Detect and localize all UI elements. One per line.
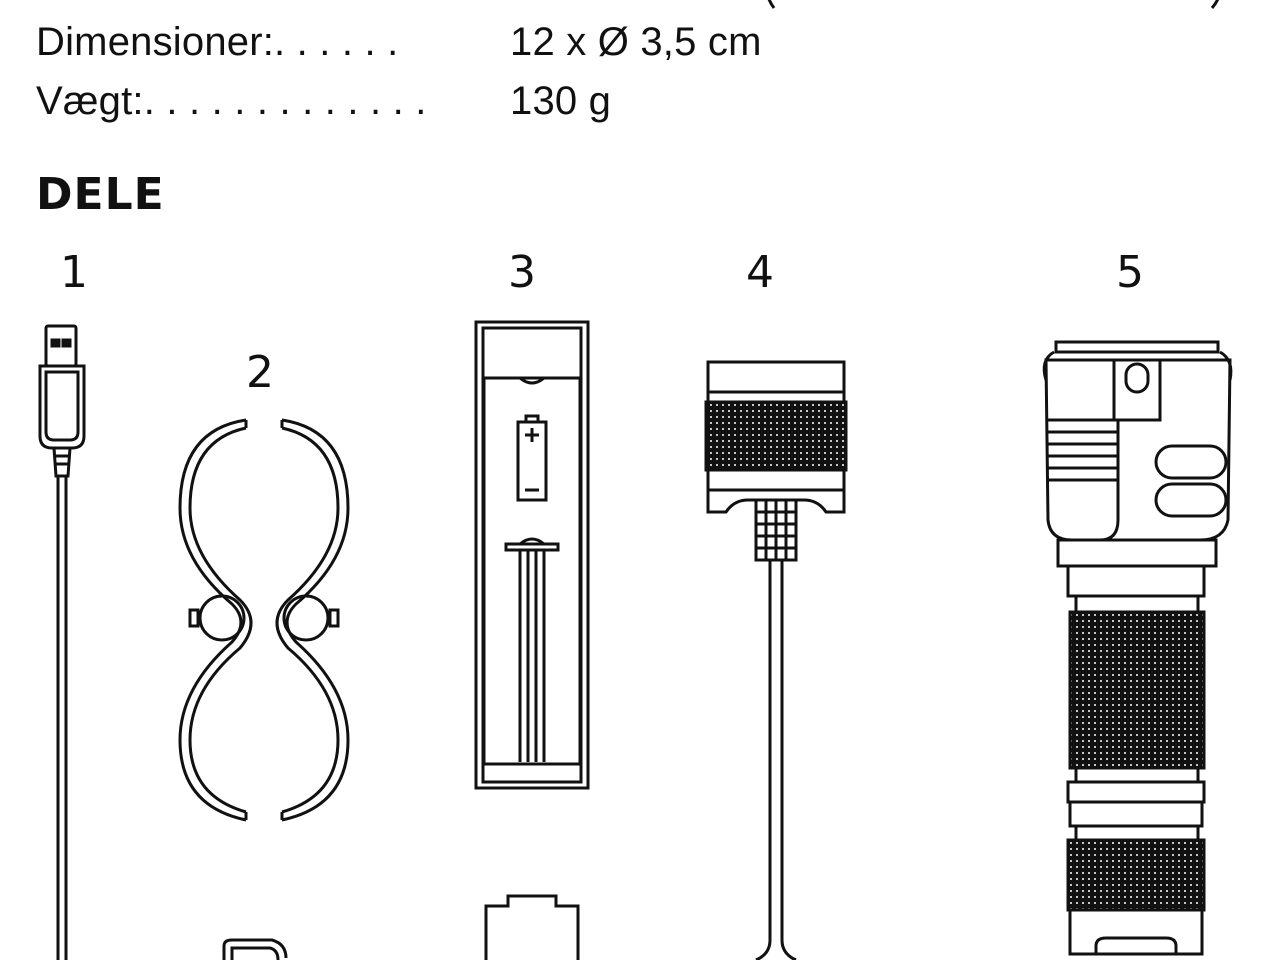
section-title: DELE: [36, 169, 165, 220]
part-number-2: 2: [246, 347, 274, 398]
spec-dimensions-label: Dimensioner:. . . . . .: [36, 20, 399, 64]
usb-cable-icon: [38, 324, 86, 960]
flashlight-icon: [1042, 340, 1233, 956]
battery-icon: [484, 894, 580, 960]
spec-dimensions-value: 12 x Ø 3,5 cm: [510, 20, 762, 64]
mounting-clip-icon: [178, 418, 350, 822]
part-number-3: 3: [508, 247, 536, 298]
spec-weight-label: Vægt:. . . . . . . . . . . . .: [36, 79, 427, 123]
spec-weight-value: 130 g: [510, 79, 612, 123]
cropped-top-text: [760, 0, 1230, 14]
hex-key-icon: [222, 938, 288, 960]
part-number-5: 5: [1116, 247, 1144, 298]
part-number-1: 1: [60, 247, 88, 298]
cropped-parenthesis-icon: [767, 0, 1220, 9]
part-number-4: 4: [746, 247, 774, 298]
charging-cap-icon: [704, 360, 848, 960]
battery-charger-icon: [474, 320, 590, 790]
